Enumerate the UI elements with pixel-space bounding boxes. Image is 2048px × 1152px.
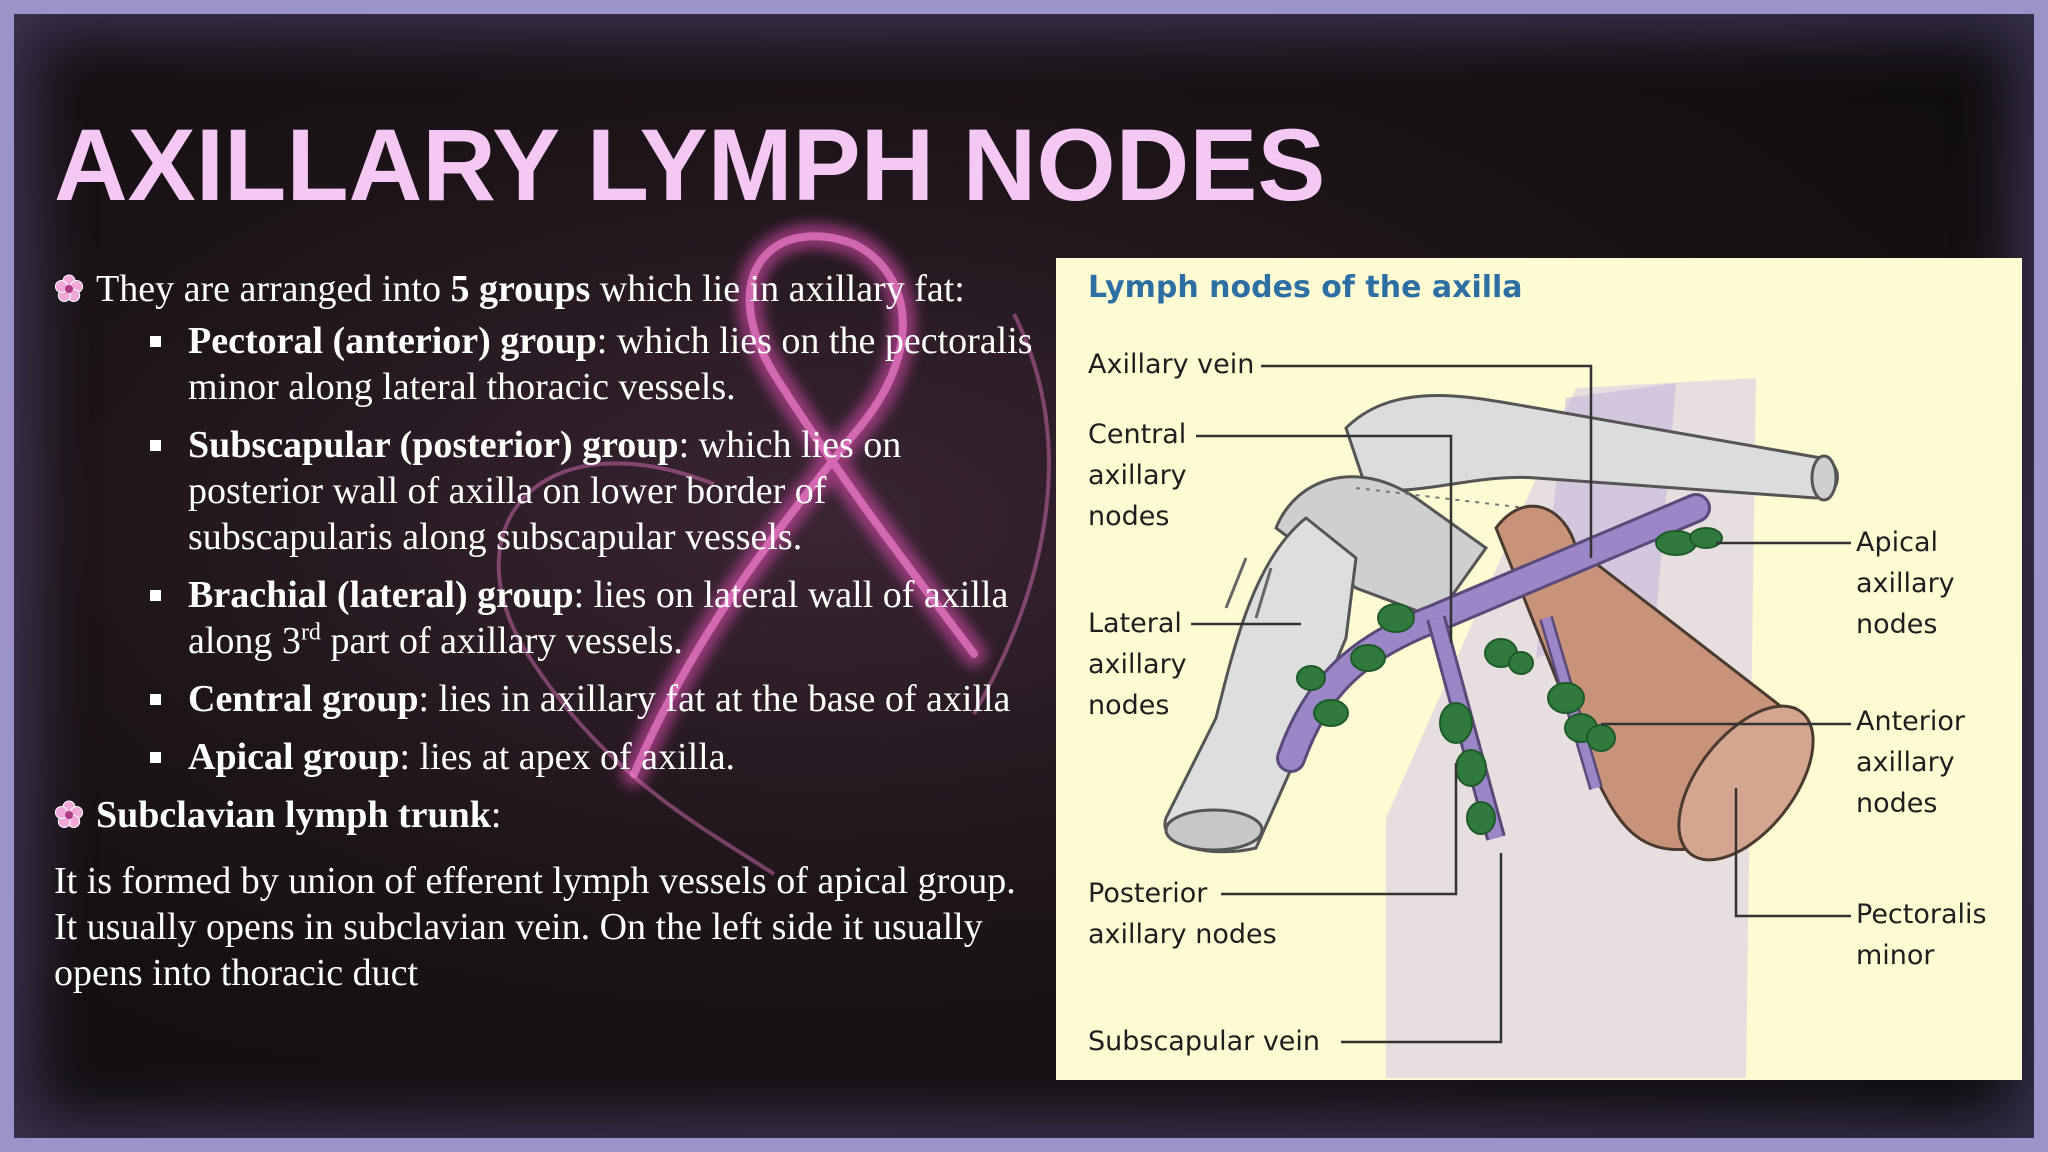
label-central-2: axillary [1088, 460, 1187, 491]
group-desc-sup: rd [300, 619, 321, 646]
label-posterior-1: Posterior [1088, 878, 1208, 909]
label-anterior-2: axillary [1856, 747, 1955, 778]
label-pectoralis-2: minor [1856, 940, 1935, 971]
group-list: Pectoral (anterior) group: which lies on… [150, 318, 1034, 780]
group-desc: : lies on lateral wall of axilla along 3 [188, 574, 1009, 662]
intro-text: They are arranged into [96, 268, 451, 310]
group-name: Pectoral (anterior) group [188, 320, 597, 362]
group-item-subscapular: Subscapular (posterior) group: which lie… [150, 422, 1034, 560]
label-axillary-vein: Axillary vein [1088, 349, 1255, 380]
group-name: Central group [188, 678, 419, 720]
group-item-central: Central group: lies in axillary fat at t… [150, 676, 1034, 722]
group-name: Subscapular (posterior) group [188, 424, 679, 466]
axilla-diagram: Lymph nodes of the axilla Axillary vein … [1056, 258, 2022, 1080]
flower-icon [54, 274, 84, 302]
label-subscapular-vein: Subscapular vein [1088, 1026, 1321, 1057]
group-desc: : which lies on posterior wall of axilla… [188, 424, 902, 558]
label-central-3: nodes [1088, 501, 1170, 532]
intro-text-after: which lie in axillary fat: [590, 268, 965, 310]
group-item-pectoral: Pectoral (anterior) group: which lies on… [150, 318, 1034, 410]
flower-icon [54, 800, 84, 828]
label-posterior-2: axillary nodes [1088, 919, 1277, 950]
trunk-heading: Subclavian lymph trunk [96, 794, 491, 836]
group-desc: : which lies on the pectoralis minor alo… [188, 320, 1033, 408]
axilla-illustration [1163, 364, 1851, 1078]
label-apical-1: Apical [1856, 527, 1939, 558]
group-item-apical: Apical group: lies at apex of axilla. [150, 734, 1034, 780]
trunk-bullet: Subclavian lymph trunk: [54, 792, 1034, 838]
trunk-paragraph: It is formed by union of efferent lymph … [54, 860, 1016, 994]
group-name: Brachial (lateral) group [188, 574, 574, 616]
group-name: Apical group [188, 736, 400, 778]
label-apical-3: nodes [1856, 609, 1938, 640]
slide-content: They are arranged into 5 groups which li… [54, 266, 1034, 996]
label-lateral-1: Lateral [1088, 608, 1182, 639]
label-apical-2: axillary [1856, 568, 1955, 599]
group-item-brachial: Brachial (lateral) group: lies on latera… [150, 572, 1034, 664]
group-desc-after: part of axillary vessels. [320, 620, 683, 662]
label-central-1: Central [1088, 419, 1187, 450]
diagram-title: Lymph nodes of the axilla [1088, 270, 1523, 305]
label-anterior-1: Anterior [1856, 706, 1966, 737]
slide-title: AXILLARY LYMPH NODES [54, 108, 1326, 222]
label-lateral-3: nodes [1088, 690, 1170, 721]
group-desc: : lies in axillary fat at the base of ax… [418, 678, 1011, 720]
label-pectoralis-1: Pectoralis [1856, 899, 1987, 930]
label-anterior-3: nodes [1856, 788, 1938, 819]
label-lateral-2: axillary [1088, 649, 1187, 680]
slide: AXILLARY LYMPH NODES They are arranged i… [14, 14, 2034, 1138]
intro-bold: 5 groups [450, 268, 591, 310]
intro-bullet: They are arranged into 5 groups which li… [54, 266, 1034, 312]
group-desc: : lies at apex of axilla. [399, 736, 736, 778]
trunk-colon: : [490, 794, 502, 836]
